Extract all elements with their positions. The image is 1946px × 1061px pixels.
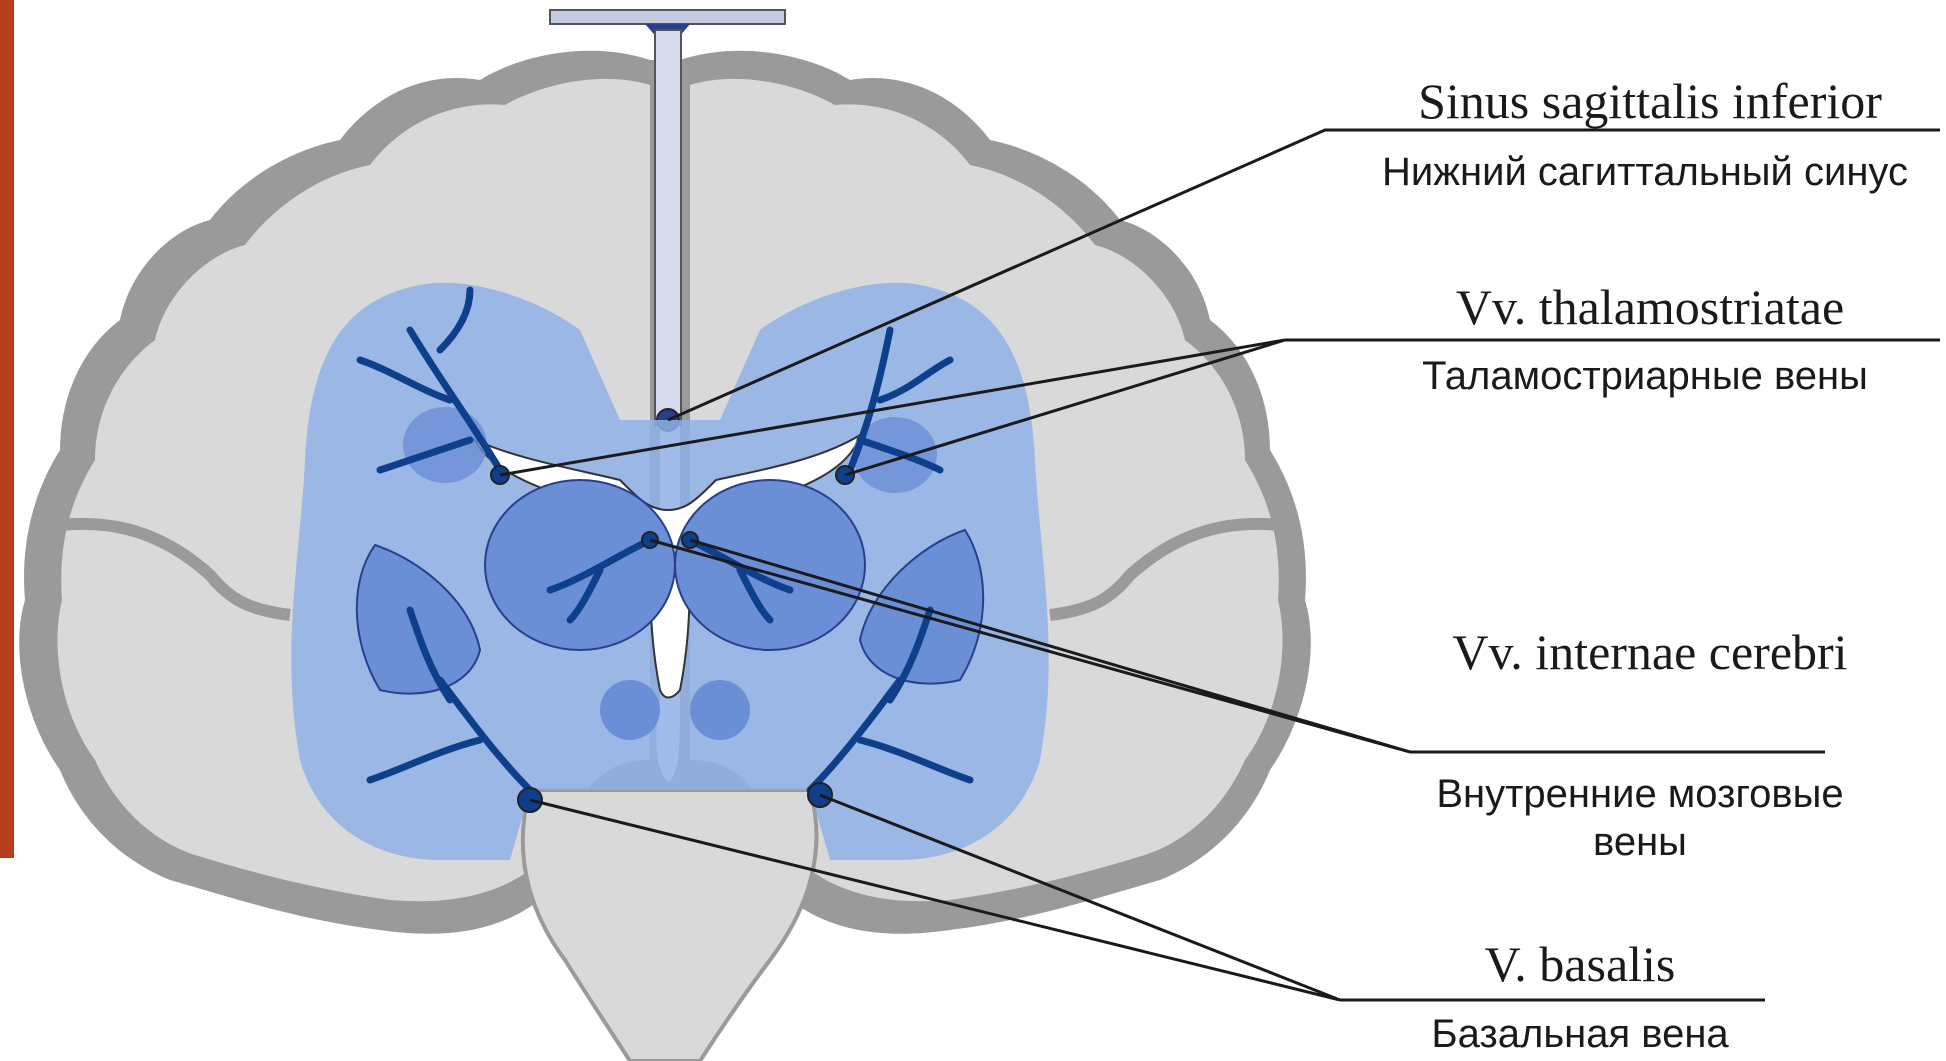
thalamus-left bbox=[485, 480, 675, 650]
mammillary-right bbox=[690, 680, 750, 740]
label-basalis-ru: Базальная вена bbox=[1370, 1010, 1790, 1058]
label-sinus-ru: Нижний сагиттальный синус bbox=[1370, 148, 1920, 196]
falx-cerebri bbox=[655, 30, 681, 425]
label-internae-ru: Внутренние мозговые вены bbox=[1430, 770, 1850, 866]
label-thalamostriatae-ru: Таламостриарные вены bbox=[1345, 352, 1945, 400]
label-thalamostriatae-latin: Vv. thalamostriatae bbox=[1400, 278, 1900, 336]
label-internae-latin: Vv. internae cerebri bbox=[1450, 620, 1850, 685]
label-sinus-latin: Sinus sagittalis inferior bbox=[1370, 72, 1930, 130]
label-basalis-latin: V. basalis bbox=[1430, 935, 1730, 993]
superior-sinus-bar bbox=[550, 10, 785, 24]
mammillary-left bbox=[600, 680, 660, 740]
brainstem bbox=[523, 790, 817, 1061]
